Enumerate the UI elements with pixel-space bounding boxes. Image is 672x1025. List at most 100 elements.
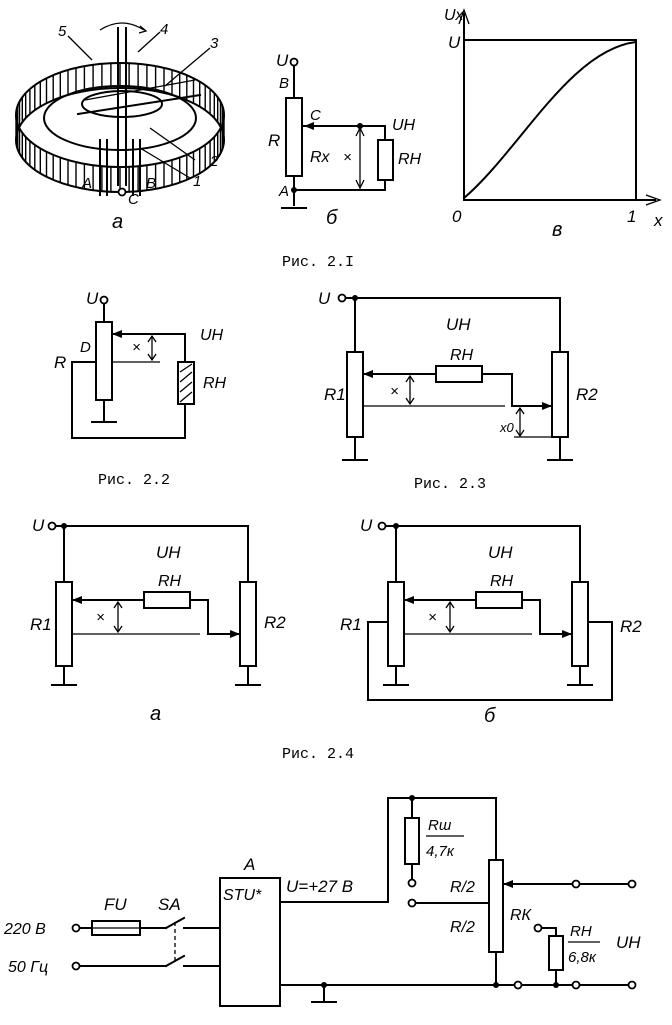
fig21a-label-A: A [81,175,92,192]
fig25-label-220V: 220 В [3,921,46,938]
fig22-label-D: D [80,339,91,356]
load-resistor-RH [143,591,191,609]
fig24b-schematic: U UH RH R1 R2 × б [340,516,642,727]
fig25-label-Rsh: Rш [428,817,452,834]
fig22-schematic: U D R × UH RH [54,289,227,439]
fig24-caption: Рис. 2.4 [282,746,354,763]
fig21a-label-3: 3 [210,35,219,52]
fig21b-label-C: C [310,107,321,124]
fig25-label-R2-lower: R/2 [450,919,475,936]
fig21a-label-C: C [128,191,139,208]
fig21b-label-RH: RH [398,151,422,168]
potentiometer-R1 [387,581,405,667]
fig25-label-STU: STU* [223,887,262,904]
fig21b-label-A: A [278,183,289,200]
fig21v-origin: 0 [452,207,462,226]
fig25-label-RH-value: 6,8к [568,949,597,966]
fig21b-label-UH: UH [392,117,416,134]
fig24a-schematic: U UH RH R1 R2 × а [30,516,286,725]
fig25-label-RK: RК [510,907,533,924]
fig24a-label-U: U [32,516,45,535]
fig24a-label-R1: R1 [30,615,52,634]
fig23-label-x0: x0 [499,420,515,435]
fig21a-label-B: B [146,175,156,192]
fig23-label-R2: R2 [576,385,598,404]
fig21v-ylabel: Ux [444,7,465,24]
fig21a-toroid-drawing: 5 4 3 2 1 A B C а [15,21,225,233]
leader-lines [67,31,211,179]
fig25-label-A: A [243,855,255,874]
power-supply-block-A [219,877,281,1007]
wiper-assembly [76,22,202,197]
fig21a-label-4: 4 [160,21,168,38]
fig25-schematic: 220 В 50 Гц FU SA A STU* U=+27 В Rш 4,7к… [3,795,641,1007]
fig23-caption: Рис. 2.3 [414,476,486,493]
fig21b-label-Rx: Rx [310,149,331,166]
fig21b-label-U: U [276,51,289,70]
fig23-schematic: U UH RH R1 R2 × x0 [318,289,598,461]
fig24a-sublabel: а [150,703,161,725]
fig24b-sublabel: б [484,705,496,727]
load-resistor-RH [435,365,483,383]
fig21v-xtick-1: 1 [627,207,636,226]
fig25-label-SA: SA [158,895,181,914]
fig21b-sublabel: б [326,207,338,229]
potentiometer-R2 [571,581,589,667]
fig25-label-50Hz: 50 Гц [8,959,48,976]
fig23-label-U: U [318,289,331,308]
fig22-caption: Рис. 2.2 [98,472,170,489]
fig21v-sublabel: в [552,219,562,241]
fig22-label-x: × [132,339,141,356]
transfer-curve [462,40,638,200]
fig25-label-R2-upper: R/2 [450,879,475,896]
fig21a-label-2: 2 [209,153,219,170]
fig25-label-Rsh-value: 4,7к [426,843,455,860]
fig21v-xlabel: x [653,211,663,230]
fig21v-graph: Ux U 0 1 x в [444,7,663,241]
fig24b-label-RH: RH [490,573,514,590]
shunt-resistor-Rsh [404,817,420,865]
fig24a-label-UH: UH [156,543,181,562]
fig22-label-UH: UH [200,327,224,344]
fig21a-sublabel: а [112,211,123,233]
potentiometer-R2 [239,581,257,667]
fig21b-label-x: × [343,149,352,166]
potentiometer-R1 [55,581,73,667]
fig23-label-RH: RH [450,347,474,364]
fig25-label-UH: UН [616,933,641,952]
potentiometer-R2 [551,351,569,438]
fig24a-label-R2: R2 [264,613,286,632]
load-resistor-RH [475,591,523,609]
fig23-label-UH: UH [446,315,471,334]
fig21v-ytick-U: U [448,33,461,52]
potentiometer-RK [488,859,504,953]
fig21a-label-1: 1 [193,173,201,190]
fig24b-label-UH: UH [488,543,513,562]
fig22-label-RH: RH [203,375,227,392]
potentiometer-R [285,97,303,177]
fig21b-schematic: U B C R Rx × UH RH A б [268,51,422,229]
fig24a-label-x: × [96,609,105,626]
fig24b-label-U: U [360,516,373,535]
fig25-label-FU: FU [104,895,127,914]
fig24b-label-R2: R2 [620,617,642,636]
load-resistor-RH [548,935,564,971]
potentiometer-R1 [346,351,364,438]
fig25-label-RH: RН [570,923,592,940]
load-resistor-RH [377,139,394,181]
fig21a-label-5: 5 [58,23,67,40]
fig24a-label-RH: RH [158,573,182,590]
fig22-label-R: R [54,353,66,372]
fig21b-label-R: R [268,131,280,150]
fig21b-label-B: B [279,75,289,92]
fig24b-label-x: × [428,609,437,626]
fig23-label-R1: R1 [324,385,346,404]
fig24b-label-R1: R1 [340,615,362,634]
fig23-label-x: × [390,383,399,400]
fig25-label-U27: U=+27 В [286,877,353,896]
toroid-winding [15,62,225,193]
fig21-caption: Рис. 2.I [282,254,354,271]
potentiometer-R [95,321,113,401]
